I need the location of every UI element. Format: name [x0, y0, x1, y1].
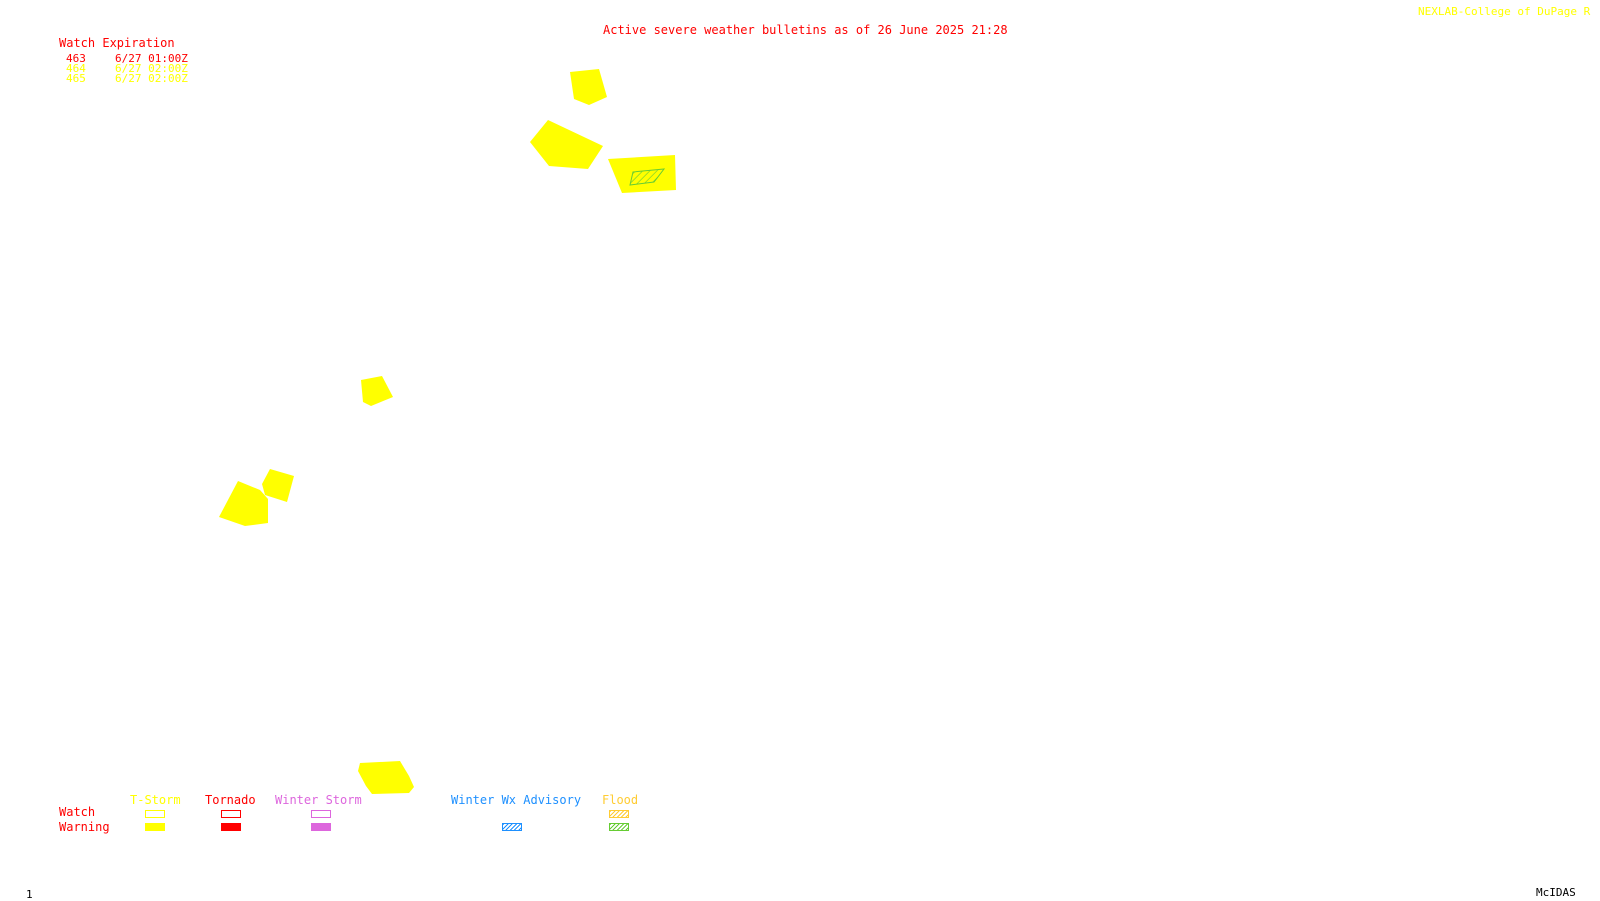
source-credit: NEXLAB-College of DuPage R: [1418, 5, 1591, 18]
legend-column-label: Tornado: [205, 793, 256, 807]
legend-warning-swatch: [311, 823, 331, 831]
flood-warning-polygon[interactable]: [629, 168, 666, 186]
legend-watch-swatch: [311, 810, 331, 818]
legend-watch-swatch: [221, 810, 241, 818]
legend-watch-label: Watch: [59, 805, 96, 819]
tstorm-warning-polygon[interactable]: [219, 481, 268, 526]
legend-warning-swatch: [609, 823, 629, 831]
tstorm-warning-polygon[interactable]: [361, 376, 393, 406]
watch-id: 464: [66, 62, 86, 75]
legend-warning-swatch: [145, 823, 165, 831]
legend-warning-swatch: [502, 823, 522, 831]
tstorm-warning-polygon[interactable]: [530, 120, 603, 169]
tstorm-warning-polygon[interactable]: [262, 469, 294, 502]
legend-column-label: Winter Wx Advisory: [451, 793, 582, 807]
legend-column-label: T-Storm: [130, 793, 181, 807]
legend-watch-swatch: [609, 810, 629, 818]
legend-watch-swatch: [145, 810, 165, 818]
bulletin-title: Active severe weather bulletins as of 26…: [603, 23, 1008, 37]
legend-warning-swatch: [221, 823, 241, 831]
watch-id: 463: [66, 52, 86, 65]
watch-expiration-time: 6/27 02:00Z: [115, 72, 188, 85]
watch-expiration-time: 6/27 01:00Z: [115, 52, 188, 65]
watch-expiration-time: 6/27 02:00Z: [115, 62, 188, 75]
tstorm-warning-polygon[interactable]: [358, 761, 414, 794]
legend-column-label: Winter Storm: [275, 793, 362, 807]
watch-id: 465: [66, 72, 86, 85]
software-label: McIDAS: [1536, 886, 1576, 899]
tstorm-warning-polygon[interactable]: [570, 69, 607, 105]
legend-column-label: Flood: [602, 793, 639, 807]
frame-number: 1: [26, 888, 33, 901]
legend-warning-label: Warning: [59, 820, 110, 834]
watch-expiration-heading: Watch Expiration: [59, 36, 175, 50]
